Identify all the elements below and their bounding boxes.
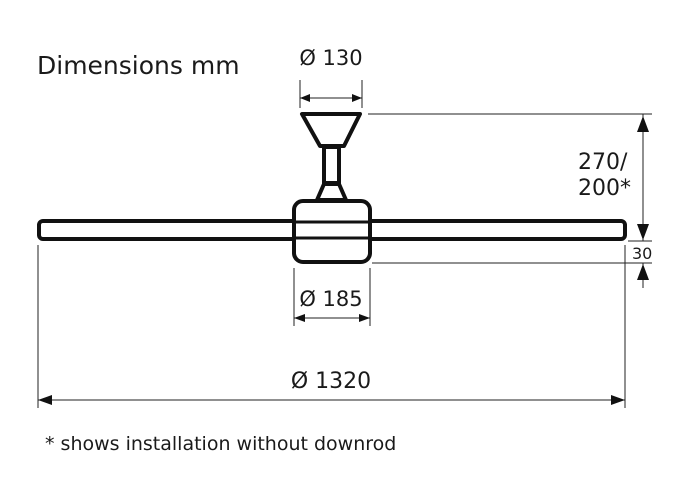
canopy [300,112,362,148]
height-label-line1: 270/ [578,150,628,175]
height-label-line2: 200* [578,176,631,201]
downrod-flare [315,182,348,202]
canopy-diameter-label: Ø 130 [299,46,362,70]
blade-span-dimension-line [37,245,625,408]
canopy-dimension-line [299,80,363,108]
downrod [322,145,341,185]
motor-dimension-line [293,268,371,326]
blade-span-label: Ø 1320 [291,369,371,394]
motor-housing [292,199,372,264]
height-dimension-line [368,113,652,408]
drawing-title: Dimensions mm [37,51,240,80]
motor-height-label: 30 [632,244,652,263]
footnote: * shows installation without downrod [45,433,396,455]
fan-drawing [37,112,627,264]
motor-diameter-label: Ø 185 [299,287,362,311]
